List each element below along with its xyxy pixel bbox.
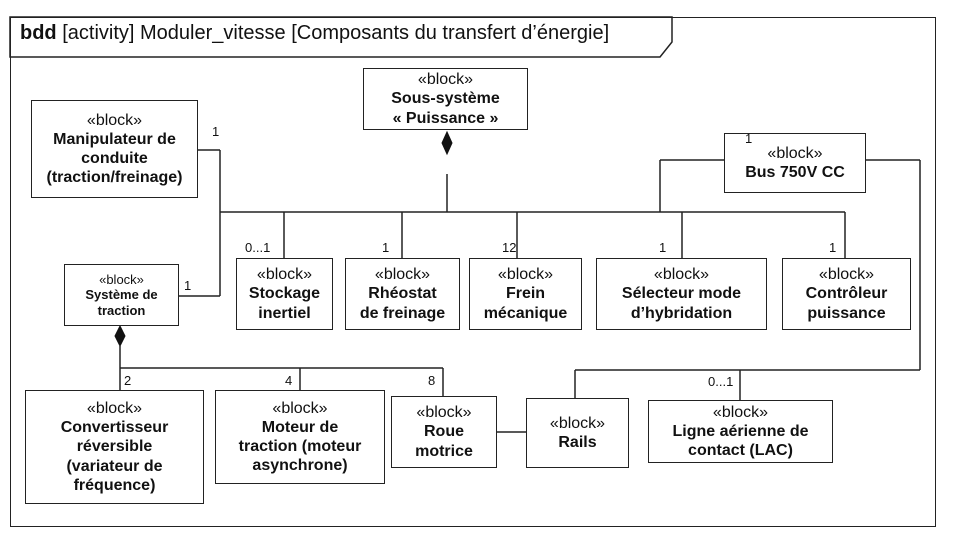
stereotype-label: «block» (417, 71, 474, 89)
block-sous-systeme-puissance[interactable]: «block» Sous-système « Puissance » (363, 68, 528, 130)
block-name-line: fréquence) (73, 476, 156, 494)
block-moteur-de-traction[interactable]: «block» Moteur de traction (moteur async… (215, 390, 385, 484)
block-name-line: puissance (807, 304, 886, 322)
block-name-line: (traction/freinage) (46, 169, 183, 187)
block-ligne-aerienne-de-contact[interactable]: «block» Ligne aérienne de contact (LAC) (648, 400, 833, 463)
block-manipulateur-de-conduite[interactable]: «block» Manipulateur de conduite (tracti… (31, 100, 198, 198)
block-convertisseur-reversible[interactable]: «block» Convertisseur réversible (variat… (25, 390, 204, 504)
stereotype-label: «block» (767, 144, 823, 162)
block-name-line: d’hybridation (630, 304, 733, 322)
block-frein-mecanique[interactable]: «block» Frein mécanique (469, 258, 582, 330)
block-bus-750v-cc[interactable]: «block» Bus 750V CC (724, 133, 866, 193)
block-name-line: Sous-système (391, 90, 500, 108)
stereotype-label: «block» (86, 400, 143, 418)
stereotype-label: «block» (653, 266, 710, 284)
block-rails[interactable]: «block» Rails (526, 398, 629, 468)
multiplicity-traction: 1 (184, 278, 192, 293)
multiplicity-frein: 12 (502, 240, 517, 255)
stereotype-label: «block» (272, 399, 328, 417)
block-controleur-puissance[interactable]: «block» Contrôleur puissance (782, 258, 911, 330)
block-roue-motrice[interactable]: «block» Roue motrice (391, 396, 497, 468)
stereotype-label: «block» (86, 111, 143, 129)
block-name-line: traction (97, 302, 146, 318)
multiplicity-stockage: 0...1 (245, 240, 271, 255)
block-name-line: Stockage (248, 285, 321, 303)
multiplicity-roue: 8 (428, 373, 436, 388)
block-name-line: motrice (415, 442, 473, 460)
block-name-line: (variateur de (66, 457, 163, 475)
block-name-line: contact (LAC) (688, 442, 793, 460)
block-name-line: de freinage (359, 304, 446, 322)
diagram-frame (10, 17, 936, 527)
block-name-line: « Puissance » (392, 109, 499, 127)
multiplicity-rheostat: 1 (382, 240, 390, 255)
block-name-line: Moteur de (261, 418, 339, 436)
multiplicity-convertisseur: 2 (124, 373, 132, 388)
stereotype-label: «block» (256, 266, 313, 284)
multiplicity-lac: 0...1 (708, 374, 734, 389)
block-stockage-inertiel[interactable]: «block» Stockage inertiel (236, 258, 333, 330)
multiplicity-moteur: 4 (285, 373, 293, 388)
block-name-line: Système de (85, 287, 158, 303)
diagram-kind: bdd (20, 22, 57, 44)
stereotype-label: «block» (712, 403, 769, 421)
block-name-line: inertiel (258, 304, 311, 322)
composition-diamond-puissance (441, 130, 453, 156)
block-name-line: Bus 750V CC (745, 164, 845, 181)
stereotype-label: «block» (549, 414, 606, 432)
block-name-line: Ligne aérienne de (672, 422, 809, 440)
composition-diamond-traction (114, 324, 126, 348)
block-name-line: traction (moteur (238, 438, 362, 455)
block-rheostat-de-freinage[interactable]: «block» Rhéostat de freinage (345, 258, 460, 330)
block-name-line: mécanique (483, 304, 568, 322)
block-name-line: asynchrone) (252, 457, 348, 475)
block-name-line: Rails (558, 434, 597, 451)
multiplicity-manipulateur: 1 (212, 124, 220, 139)
block-name-line: Frein (505, 285, 546, 303)
block-name-line: Convertisseur (60, 419, 169, 437)
block-name-line: Rhéostat (368, 285, 437, 303)
diagram-title: bdd [activity] Moduler_vitesse [Composan… (20, 22, 609, 45)
diagram-title-text: [activity] Moduler_vitesse [Composants d… (62, 22, 610, 44)
multiplicity-selecteur: 1 (659, 240, 667, 255)
multiplicity-bus: 1 (745, 131, 753, 146)
stereotype-label: «block» (497, 266, 554, 284)
block-name-line: réversible (76, 438, 153, 456)
block-selecteur-mode-hybridation[interactable]: «block» Sélecteur mode d’hybridation (596, 258, 767, 330)
block-name-line: Roue (424, 423, 464, 441)
block-name-line: conduite (81, 150, 148, 167)
block-systeme-de-traction[interactable]: «block» Système de traction (64, 264, 179, 326)
block-name-line: Manipulateur de (53, 130, 176, 148)
block-name-line: Contrôleur (805, 285, 888, 303)
stereotype-label: «block» (374, 266, 431, 284)
block-name-line: Sélecteur mode (621, 285, 742, 303)
stereotype-label: «block» (818, 266, 875, 284)
multiplicity-controleur: 1 (829, 240, 837, 255)
stereotype-label: «block» (416, 404, 472, 422)
stereotype-label: «block» (99, 271, 144, 287)
